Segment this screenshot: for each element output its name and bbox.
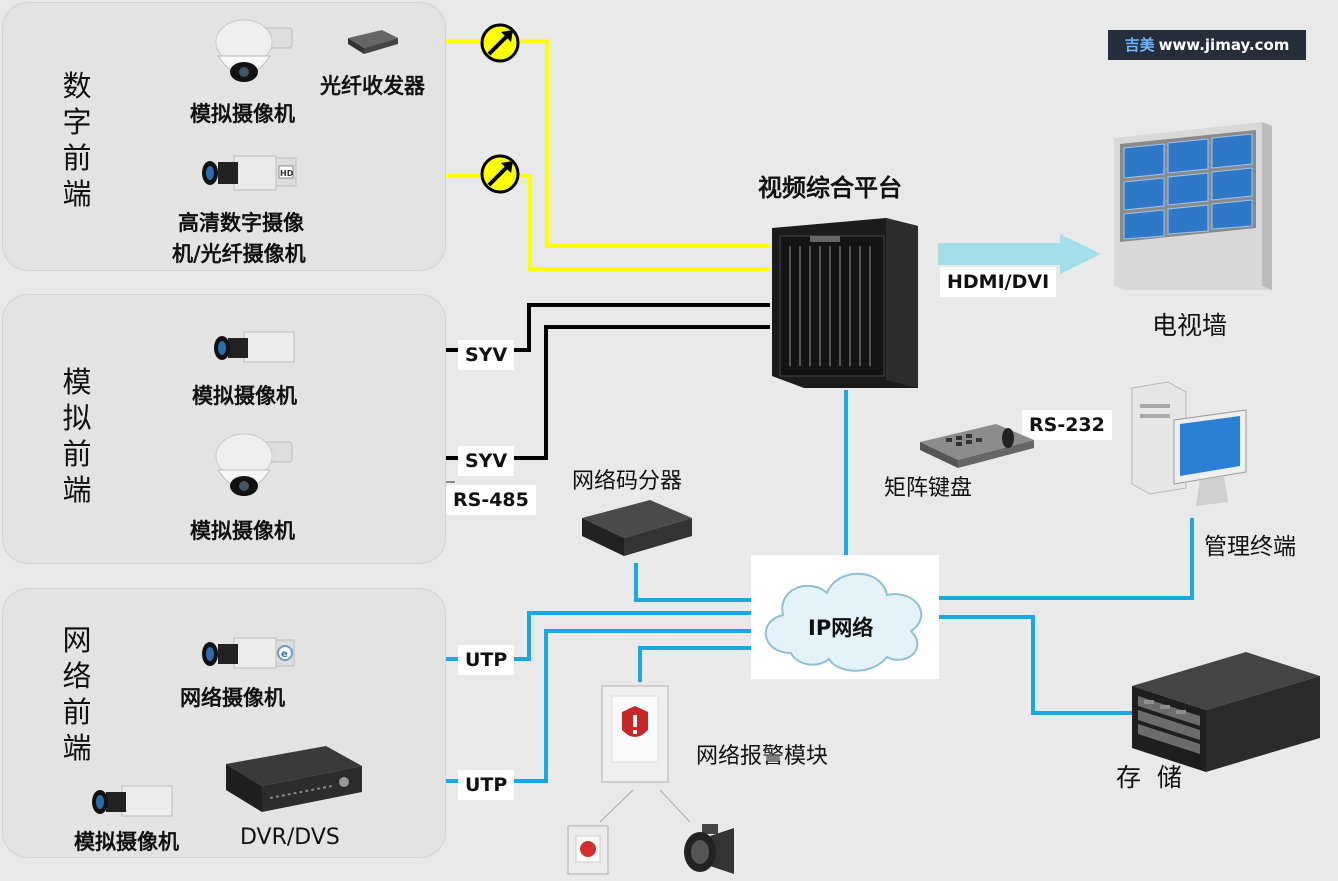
ip-decoder-link <box>634 563 752 602</box>
alarm-module-icon <box>601 685 669 783</box>
rs485-tag: RS-485 <box>446 485 536 515</box>
dvr-label: DVR/DVS <box>240 825 340 850</box>
ip-alarm-link <box>638 646 752 682</box>
group-label-digital: 数字前端 <box>62 69 92 211</box>
group-label-network: 网络前端 <box>62 623 92 765</box>
ip-utp2-link <box>362 629 752 783</box>
optical-converter-icon <box>480 154 520 194</box>
syv-tag-2: SYV <box>458 446 515 476</box>
analog-camera-3-label: 模拟摄像机 <box>190 519 295 543</box>
group-label-analog: 模拟前端 <box>62 365 92 507</box>
fiber-transceiver-label: 光纤收发器 <box>320 74 425 98</box>
network-camera-label: 网络摄像机 <box>180 686 285 710</box>
brand-url: www.jimay.com <box>1158 36 1290 54</box>
analog-camera-1-label: 模拟摄像机 <box>190 102 295 126</box>
hd-camera-label-line1: 高清数字摄像 <box>178 211 304 235</box>
analog-camera-2-label: 模拟摄像机 <box>192 384 297 408</box>
network-camera-icon: e <box>202 637 295 669</box>
platform-chassis-icon <box>772 218 918 388</box>
utp-tag-2: UTP <box>458 770 515 800</box>
box-camera-icon <box>214 331 295 363</box>
video-wall-icon <box>1114 122 1272 290</box>
utp-tag-1: UTP <box>458 645 515 675</box>
alarm-button-icon <box>567 825 609 875</box>
hd-camera-icon: HD <box>202 155 297 191</box>
storage-server-icon <box>1132 652 1320 772</box>
siren-horn-icon <box>684 824 734 874</box>
storage-label: 存 储 <box>1116 763 1182 792</box>
ip-mgmt-link <box>938 518 1194 600</box>
analog-camera-4-label: 模拟摄像机 <box>74 830 179 854</box>
alarm-peripheral-lines <box>599 789 691 823</box>
network-decoder-icon <box>582 500 692 556</box>
ip-storage-link <box>938 615 1133 715</box>
box-camera-icon <box>92 785 173 817</box>
dome-camera-icon <box>215 19 293 82</box>
dvr-icon <box>226 746 362 812</box>
syv-tag-1: SYV <box>458 340 515 370</box>
svg-text:HD: HD <box>280 169 294 178</box>
ip-network-cloud-icon <box>764 572 923 672</box>
decoder-label: 网络码分器 <box>572 469 683 494</box>
ip-network-label: IP网络 <box>808 616 874 640</box>
hdmi-arrow <box>938 234 1101 274</box>
matrix-keyboard-label: 矩阵键盘 <box>884 476 973 501</box>
group-panel-network <box>2 588 446 858</box>
matrix-keyboard-icon <box>920 424 1034 468</box>
dome-camera-icon <box>215 433 293 496</box>
brand-name: 吉美 <box>1124 36 1155 54</box>
management-terminal-label: 管理终端 <box>1204 534 1296 560</box>
video-wall-label: 电视墙 <box>1152 311 1228 340</box>
svg-text:e: e <box>281 649 288 660</box>
platform-label: 视频综合平台 <box>758 174 902 202</box>
hdmi-tag: HDMI/DVI <box>940 267 1057 297</box>
alarm-module-label: 网络报警模块 <box>696 744 829 769</box>
rs232-tag: RS-232 <box>1022 410 1112 440</box>
fiber-transceiver-icon <box>348 30 398 54</box>
management-terminal-icon <box>1131 381 1247 506</box>
hd-camera-label-line2: 机/光纤摄像机 <box>172 242 306 266</box>
fiber-line-1 <box>398 39 770 248</box>
optical-converter-icon <box>480 23 520 63</box>
